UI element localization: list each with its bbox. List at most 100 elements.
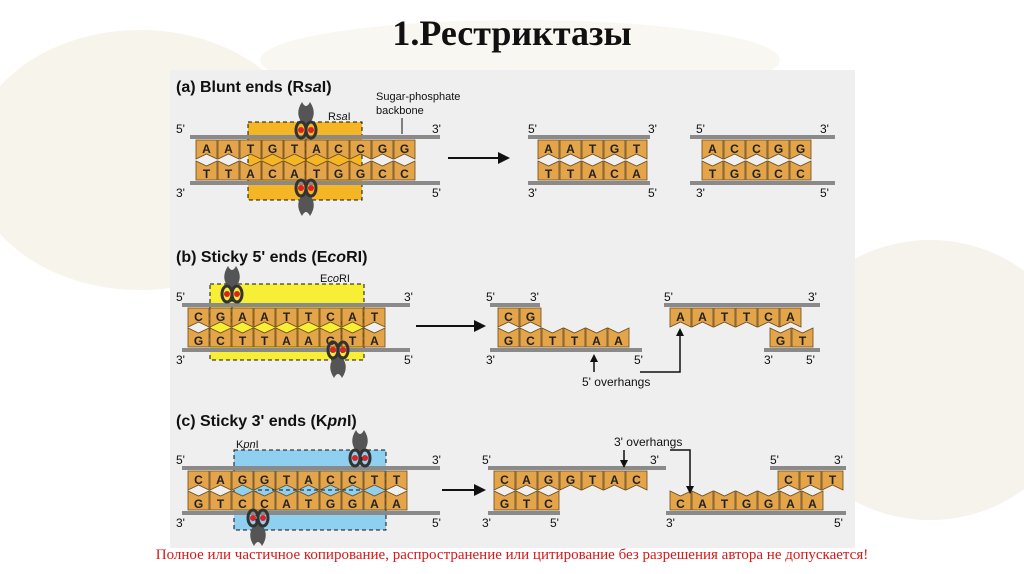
panel-b-bottom-strand-base-letter: T xyxy=(261,334,269,348)
panel-c-right-3prime-top: 3' xyxy=(834,453,843,467)
panel-c-title-part: pn xyxy=(326,413,347,430)
panel-c-top-strand-base-letter: A xyxy=(216,473,225,487)
panel-c-bottom-strand-base-letter: G xyxy=(194,497,203,511)
panel-a-right-product-top-base: G xyxy=(767,139,790,160)
panel-c-left-product-bottom-base: C xyxy=(537,490,560,511)
panel-c-left-product-top-base: G xyxy=(537,470,560,491)
panel-a-right-product-bottom-base: T xyxy=(701,160,724,181)
panel-c-bottom-strand-base-shape xyxy=(231,490,254,511)
panel-c-bottom-strand-base-letter: T xyxy=(305,497,313,511)
panel-c-bottom-strand-base: A xyxy=(275,490,298,511)
kpni-scissors-top-handle-right xyxy=(358,448,372,468)
panel-a-top-strand-base-shape xyxy=(327,139,350,160)
panel-c-top-strand-base: A xyxy=(297,470,320,491)
rsai-scissors-bottom-handle-right xyxy=(304,178,318,198)
panel-b-top-strand-base: C xyxy=(319,307,342,328)
rsai-enzyme-label-part: sa xyxy=(336,111,348,123)
panel-c-top-strand-base-shape xyxy=(187,470,210,491)
panel-b-bottom-strand-base-letter: G xyxy=(194,334,203,348)
panel-c-top-strand-base: T xyxy=(363,470,386,491)
panel-b-bottom-strand-base-letter: G xyxy=(326,334,335,348)
kpni-enzyme-label: KpnI xyxy=(236,439,259,451)
panel-c-left-product-bottom-base-letter: G xyxy=(500,497,509,511)
panel-a-left-product-bottom-base-letter: C xyxy=(610,167,619,181)
panel-b-right-product-top-base-shape xyxy=(669,307,692,328)
panel-b-left-3prime-bottom: 3' xyxy=(486,353,495,367)
panel-b-right-product-bottom-base-shape xyxy=(769,327,792,348)
panel-a-right-product-top-base-shape xyxy=(701,139,724,160)
panel-c-top-strand-base: A xyxy=(209,470,232,491)
panel-b-left-product-bottom-base-letter: G xyxy=(504,334,513,348)
kpni-enzyme-label-part: I xyxy=(256,439,259,451)
panel-b-bottom-strand-base: A xyxy=(297,327,320,348)
panel-a-bottom-strand-base: G xyxy=(327,160,350,181)
panel-c-right-product-bottom-base-letter: G xyxy=(742,497,751,511)
panel-b-left-product-bottom-base-letter: T xyxy=(571,334,579,348)
panel-c-left-product-bottom-base: G xyxy=(493,490,516,511)
panel-a-left-product-top-base: T xyxy=(581,139,604,160)
panel-a-bottom-strand-base-shape xyxy=(349,160,372,181)
panel-b-right-product-top-base-shape xyxy=(691,307,714,328)
panel-c-left-3prime-top: 3' xyxy=(650,453,659,467)
panel-c-left-product-bottom-base: T xyxy=(515,490,538,511)
panel-a-top-strand-base-letter: G xyxy=(378,142,387,156)
panel-c-left-product-top-base-shape xyxy=(537,470,560,491)
panel-c-left-product-top-base-shape xyxy=(603,470,626,491)
panel-a-left-product-bottom-base: C xyxy=(603,160,626,181)
panel-a-left-product-ends-5prime-bottom: 5' xyxy=(648,186,657,200)
panel-b-overhang-pointer-right xyxy=(640,332,681,373)
panel-a-right-product-bottom-base-shape xyxy=(767,160,790,181)
rsai-scissors-bottom-grip-left xyxy=(298,185,304,191)
panel-a-right-product-top-base-letter: A xyxy=(708,142,717,156)
panel-a-top-strand-base: A xyxy=(217,139,240,160)
panel-a-right-product-bottom-base-letter: G xyxy=(730,167,739,181)
backbone-label-line2: backbone xyxy=(376,105,424,117)
panel-c-title: (c) Sticky 3' ends (KpnI) xyxy=(176,413,357,430)
panel-a-bottom-strand-base: C xyxy=(393,160,416,181)
panel-a-bottom-strand-base: C xyxy=(261,160,284,181)
panel-a-left-product-ends-3prime-top: 3' xyxy=(648,122,657,136)
panel-c-arrow-head xyxy=(474,484,486,496)
panel-b-left-product-bottom-base-letter: C xyxy=(526,334,535,348)
panel-a-left-product-bottom-base: A xyxy=(625,160,648,181)
panel-a-top-strand-base-shape xyxy=(371,139,394,160)
kpni-scissors-top-grip-right xyxy=(362,455,368,461)
panel-c-top-strand-base-letter: T xyxy=(371,473,379,487)
panel-c-top-strand-base-shape xyxy=(363,470,386,491)
panel-c-right-product-top-base: T xyxy=(821,470,844,491)
panel-c-left-3prime-bottom: 3' xyxy=(482,516,491,530)
kpni-scissors-bottom-handle-right xyxy=(256,508,270,528)
panel-a-title-part: (a) Blunt ends (R xyxy=(176,79,304,96)
ecori-enzyme-label-part: E xyxy=(320,273,327,285)
copyright-notice: Полное или частичное копирование, распро… xyxy=(155,547,869,563)
panel-c-left-product-top-base-shape xyxy=(493,470,516,491)
panel-c-overhang-label: 3' overhangs xyxy=(614,435,682,449)
panel-c-left-product-top-base-letter: G xyxy=(544,473,553,487)
panel-a-left-product-bottom-base-shape xyxy=(625,160,648,181)
ecori-scissors-bottom-grip-left xyxy=(330,347,336,353)
panel-b-top-strand-base: T xyxy=(297,307,320,328)
panel-a-left-product-top-base-shape xyxy=(625,139,648,160)
panel-a-top-strand-base-letter: C xyxy=(356,142,365,156)
panel-c-right-product-bottom-base-letter: C xyxy=(676,497,685,511)
panel-a-bottom-strand-base: T xyxy=(195,160,218,181)
panel-b-left-product-bottom-base: C xyxy=(519,327,542,348)
ecori-scissors-bottom xyxy=(326,340,350,378)
rsai-scissors-top-handle-right xyxy=(304,120,318,140)
panel-c-top-strand-base-shape xyxy=(341,470,364,491)
panel-a-right-product-top-base-letter: C xyxy=(730,142,739,156)
panel-b-ends-3prime-bottom: 3' xyxy=(176,353,185,367)
panel-a-top-strand-base-letter: G xyxy=(268,142,277,156)
panel-b-top-strand-base-shape xyxy=(187,307,210,328)
panel-b-left-5prime-bottom: 5' xyxy=(634,353,643,367)
panel-a-top-strand-base: G xyxy=(261,139,284,160)
panel-c-right-product-bottom-base-shape xyxy=(779,490,802,511)
panel-a-left-product-top-base: T xyxy=(625,139,648,160)
panel-b-right-product-top-base: C xyxy=(757,307,780,328)
panel-a-top-strand-base-letter: T xyxy=(247,142,255,156)
kpni-scissors-top-blade xyxy=(352,430,368,452)
panel-c-right-product-top-base-letter: C xyxy=(784,473,793,487)
panel-a-right-product-bottom-base: C xyxy=(767,160,790,181)
panel-c-right-product-bottom-base-shape xyxy=(691,490,714,511)
panel-c-bottom-strand-base-shape xyxy=(385,490,408,511)
